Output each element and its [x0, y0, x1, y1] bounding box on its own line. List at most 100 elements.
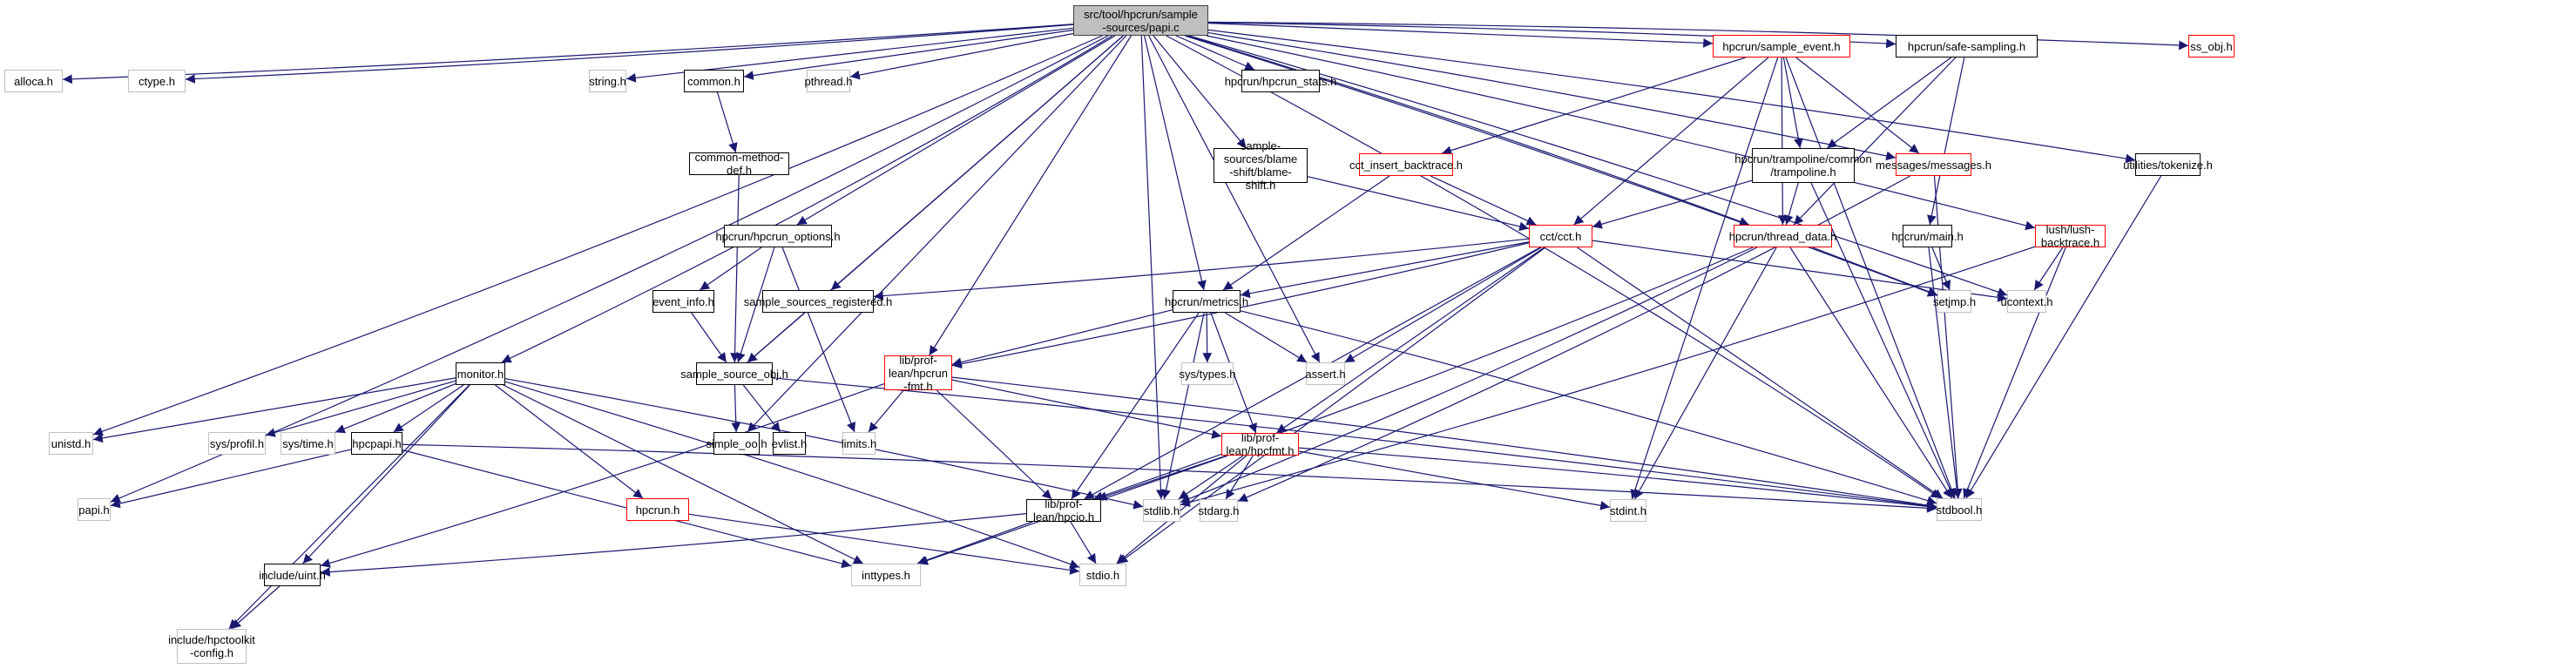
edge-cct-to-metrics [1240, 241, 1530, 299]
node-papi-c[interactable]: src/tool/hpcrun/sample -sources/papi.c [1073, 5, 1208, 36]
node-hpcpapi[interactable]: hpcpapi.h [351, 432, 402, 455]
edge-monitor-to-hpctoolkit-config [228, 384, 470, 630]
node-trampoline[interactable]: hpcrun/trampoline/common /trampoline.h [1734, 148, 1872, 183]
node-string[interactable]: string.h [589, 70, 626, 92]
edge-hpcpapi-to-papi-h [110, 449, 352, 509]
node-hpcrun-stats[interactable]: hpcrun/hpcrun_stats.h [1225, 70, 1336, 92]
node-label: hpcrun/thread_data.h [1728, 229, 1837, 243]
node-uint[interactable]: include/uint.h [259, 564, 326, 586]
edge-ss-obj-h-to-simple-oo [731, 384, 741, 433]
node-hpcio[interactable]: lib/prof-lean/hpcio.h [1026, 497, 1101, 524]
node-ss-registered[interactable]: sample_sources_registered.h [744, 290, 892, 313]
node-ucontext[interactable]: ucontext.h [2001, 290, 2053, 313]
edge-cct-insert-backtrace-to-metrics [1222, 175, 1390, 291]
node-hpcrun-fmt[interactable]: lib/prof-lean/hpcrun -fmt.h [884, 354, 952, 393]
edge-ss-obj-h-to-evlist [742, 384, 781, 433]
node-metrics[interactable]: hpcrun/metrics.h [1165, 290, 1248, 313]
node-hpcrun-h[interactable]: hpcrun.h [626, 498, 689, 521]
edge-papi-c-to-tokenize [1207, 29, 2136, 164]
node-cct[interactable]: cct/cct.h [1529, 225, 1592, 247]
node-label: sample_sources_registered.h [743, 294, 893, 308]
node-label: event_info.h [652, 294, 714, 308]
node-assert[interactable]: assert.h [1305, 362, 1346, 385]
edge-papi-c-to-simple-oo [747, 35, 1127, 433]
node-label: cct/cct.h [1539, 229, 1582, 243]
edge-thread-data-to-stdbool [1789, 247, 1953, 499]
edge-sample-event-to-trampoline [1782, 57, 1803, 149]
node-sys-types[interactable]: sys/types.h [1179, 362, 1236, 385]
node-hpcrun-options[interactable]: hpcrun/hpcrun_options.h [715, 225, 841, 247]
node-label: sample_source_obj.h [680, 367, 788, 381]
edge-metrics-to-hpcrun-fmt [951, 309, 1173, 367]
edge-papi-c-to-hpcrun-options [796, 35, 1116, 226]
node-cct-insert-backtrace[interactable]: cct_insert_backtrace.h [1349, 153, 1463, 176]
edge-monitor-to-uint [302, 384, 470, 564]
edge-thread-data-to-stdlib [1180, 247, 1758, 503]
edge-hpcrun-main-to-stdbool [1928, 247, 1962, 499]
node-hpctoolkit-config[interactable]: include/hpctoolkit -config.h [168, 629, 255, 664]
edge-hpcrun-fmt-to-limits [868, 389, 904, 433]
node-blame-shift[interactable]: sample-sources/blame -shift/blame-shift.… [1214, 139, 1308, 192]
edge-cct-to-stdbool [1577, 247, 1944, 499]
node-ss-obj[interactable]: ss_obj.h [2188, 35, 2235, 57]
edge-safe-sampling-to-thread-data [1793, 57, 1957, 226]
edge-hpcrun-fmt-to-hpcfmt [951, 379, 1222, 439]
node-stdarg[interactable]: stdarg.h [1199, 499, 1240, 522]
edge-lush-backtrace-to-stdlib [1180, 246, 2036, 507]
node-safe-sampling[interactable]: hpcrun/safe-sampling.h [1896, 35, 2038, 57]
node-stdlib[interactable]: stdlib.h [1143, 499, 1180, 522]
node-tokenize[interactable]: utilities/tokenize.h [2123, 153, 2213, 176]
node-pthread[interactable]: pthread.h [805, 70, 852, 92]
edge-papi-c-to-alloca [62, 24, 1074, 84]
node-label: common-method-def.h [694, 151, 784, 177]
edge-metrics-to-stdbool [1240, 310, 1937, 505]
node-common[interactable]: common.h [684, 70, 744, 92]
edge-monitor-to-sys-profil [265, 380, 456, 437]
node-setjmp[interactable]: setjmp.h [1933, 290, 1976, 313]
node-ctype[interactable]: ctype.h [128, 70, 186, 92]
node-sample-event[interactable]: hpcrun/sample_event.h [1713, 35, 1850, 57]
edge-papi-c-to-blame-shift [1153, 35, 1247, 149]
node-papi-h[interactable]: papi.h [78, 498, 111, 521]
edge-hpcrun-options-to-limits [781, 247, 856, 433]
node-label: ucontext.h [2000, 294, 2053, 308]
node-label: src/tool/hpcrun/sample -sources/papi.c [1084, 7, 1198, 34]
node-lush-backtrace[interactable]: lush/lush-backtrace.h [2035, 223, 2106, 249]
node-limits[interactable]: limits.h [842, 432, 876, 455]
node-ss-obj-h[interactable]: sample_source_obj.h [680, 362, 788, 385]
node-simple-oo[interactable]: simple_oo.h [706, 432, 767, 455]
edge-metrics-to-hpcio [1071, 312, 1200, 500]
node-label: stdbool.h [1936, 503, 1983, 517]
node-messages[interactable]: messages/messages.h [1876, 153, 1991, 176]
node-monitor[interactable]: monitor.h [456, 362, 505, 385]
node-stdbool[interactable]: stdbool.h [1937, 498, 1982, 521]
edge-lush-backtrace-to-ucontext [2033, 247, 2064, 291]
edge-papi-c-to-common [743, 29, 1074, 80]
node-label: lush/lush-backtrace.h [2040, 223, 2100, 249]
edge-sample-event-to-stdint [1630, 57, 1779, 500]
node-thread-data[interactable]: hpcrun/thread_data.h [1729, 225, 1836, 247]
node-evlist[interactable]: evlist.h [771, 432, 808, 455]
node-label: evlist.h [771, 436, 808, 450]
edge-monitor-to-hpcpapi [393, 384, 464, 433]
edge-papi-c-to-metrics [1144, 35, 1207, 291]
node-stdio[interactable]: stdio.h [1079, 564, 1126, 586]
edge-sample-event-to-cct-insert-backtrace [1442, 57, 1746, 155]
node-event-info[interactable]: event_info.h [652, 290, 714, 313]
node-alloca[interactable]: alloca.h [4, 70, 63, 92]
node-sys-time[interactable]: sys/time.h [281, 432, 335, 455]
node-inttypes[interactable]: inttypes.h [851, 564, 921, 586]
edge-hpcio-to-uint [320, 512, 1027, 577]
node-sys-profil[interactable]: sys/profil.h [208, 432, 266, 455]
edge-cct-to-hpcfmt [1275, 247, 1545, 434]
node-hpcfmt[interactable]: lib/prof-lean/hpcfmt.h [1221, 431, 1299, 457]
edge-monitor-to-stdlib [504, 378, 1144, 510]
edge-sample-event-to-messages [1795, 57, 1920, 154]
node-label: hpcrun/sample_event.h [1722, 39, 1841, 53]
node-stdint[interactable]: stdint.h [1610, 499, 1646, 522]
node-common-method-def[interactable]: common-method-def.h [689, 151, 789, 177]
node-unistd[interactable]: unistd.h [49, 432, 93, 455]
node-hpcrun-main[interactable]: hpcrun/main.h [1891, 225, 1964, 247]
edge-hpcfmt-to-stdlib [1178, 455, 1244, 500]
